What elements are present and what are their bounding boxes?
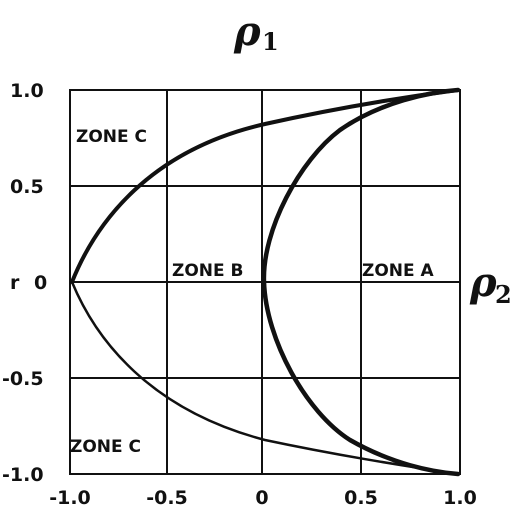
y-tick-label: -1.0 [2,464,44,486]
y-tick-label: 0.5 [10,176,44,198]
right-axis-title: ρ 2 [469,259,512,309]
zone-c-lower-label: ZONE C [70,437,141,457]
inner-parabola-lower [261,279,461,477]
zone-labels: ZONE C ZONE B ZONE A ZONE C [70,127,435,457]
rho-subscript-right: 2 [495,280,512,309]
zone-b-label: ZONE B [172,261,244,281]
top-axis-title: ρ 1 [233,8,279,56]
y-tick-label: 1.0 [10,80,44,102]
zone-boundaries [70,87,461,477]
x-tick-label: -0.5 [146,487,188,509]
zone-a-label: ZONE A [362,261,435,281]
x-tick-label: 1.0 [443,487,477,509]
x-tick-label: -1.0 [49,487,91,509]
rho-letter-top: ρ [233,8,261,55]
rho-letter-right: ρ [469,259,497,306]
y-tick-label: -0.5 [2,368,44,390]
inner-parabola-upper [261,87,461,285]
grid [69,89,461,475]
rho-subscript-top: 1 [262,27,279,56]
y-axis-label: r [10,272,20,294]
zone-c-upper-label: ZONE C [76,127,147,147]
y-tick-labels: 1.0 0.5 r 0 -0.5 -1.0 [2,80,47,486]
x-tick-label: 0.5 [344,487,378,509]
x-tick-label: 0 [255,487,268,509]
x-tick-labels: -1.0 -0.5 0 0.5 1.0 [49,487,477,509]
y-tick-label: 0 [34,272,47,294]
